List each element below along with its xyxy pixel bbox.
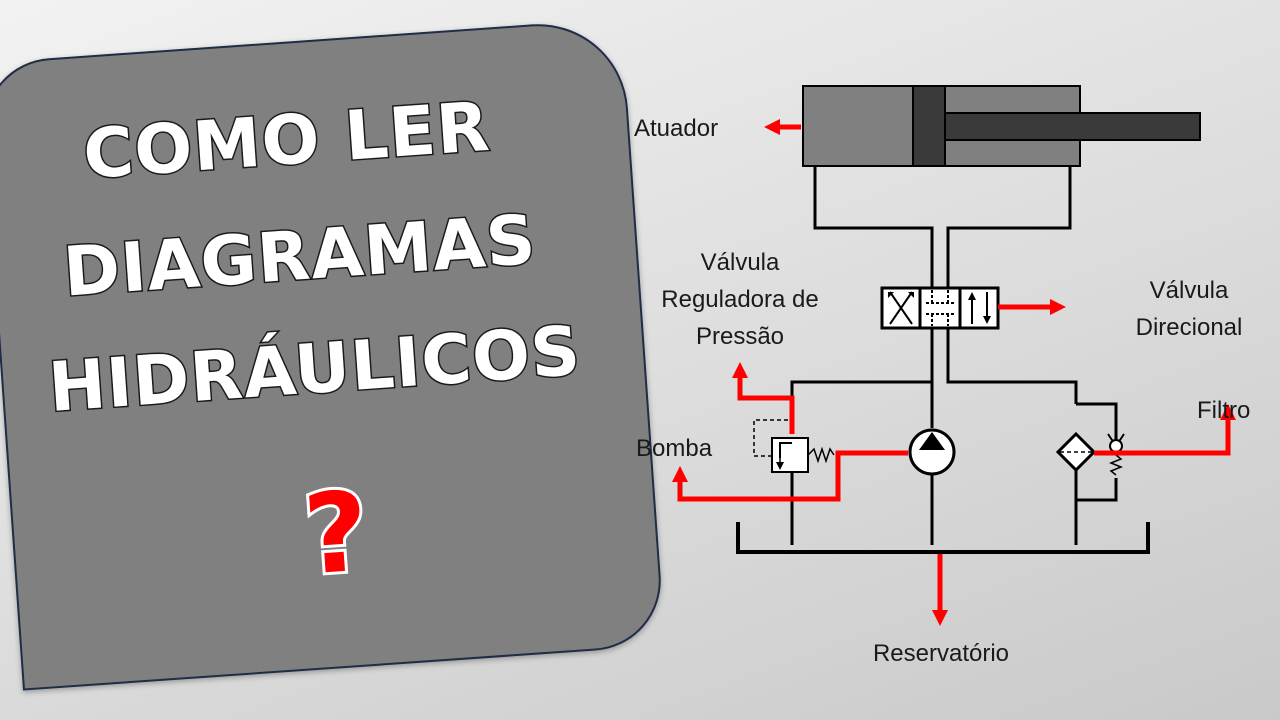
pump — [908, 428, 956, 545]
label-valvula-reguladora-2: Reguladora de — [661, 286, 818, 313]
callout-arrows — [672, 119, 1236, 626]
valve-lines — [790, 328, 1078, 434]
label-filtro: Filtro — [1197, 397, 1250, 424]
reservoir — [736, 522, 1150, 554]
pressure-relief-valve — [753, 419, 835, 545]
label-valvula-reguladora-3: Pressão — [696, 323, 784, 350]
title-line-1: COMO LER — [81, 88, 493, 195]
label-bomba: Bomba — [636, 435, 713, 462]
label-reservatorio: Reservatório — [873, 640, 1009, 667]
question-mark: ? — [300, 467, 373, 599]
title-line-2: DIAGRAMAS — [61, 201, 539, 313]
label-valvula-direcional-1: Válvula — [1150, 277, 1229, 304]
actuator-lines — [813, 166, 1072, 288]
label-atuador: Atuador — [634, 115, 718, 142]
filter — [1055, 402, 1125, 545]
label-valvula-reguladora-1: Válvula — [701, 249, 780, 276]
label-valvula-direcional-2: Direcional — [1136, 314, 1243, 341]
title-line-3: HIDRÁULICOS — [46, 311, 583, 428]
directional-valve — [880, 286, 1000, 330]
actuator-cylinder — [802, 85, 1201, 167]
